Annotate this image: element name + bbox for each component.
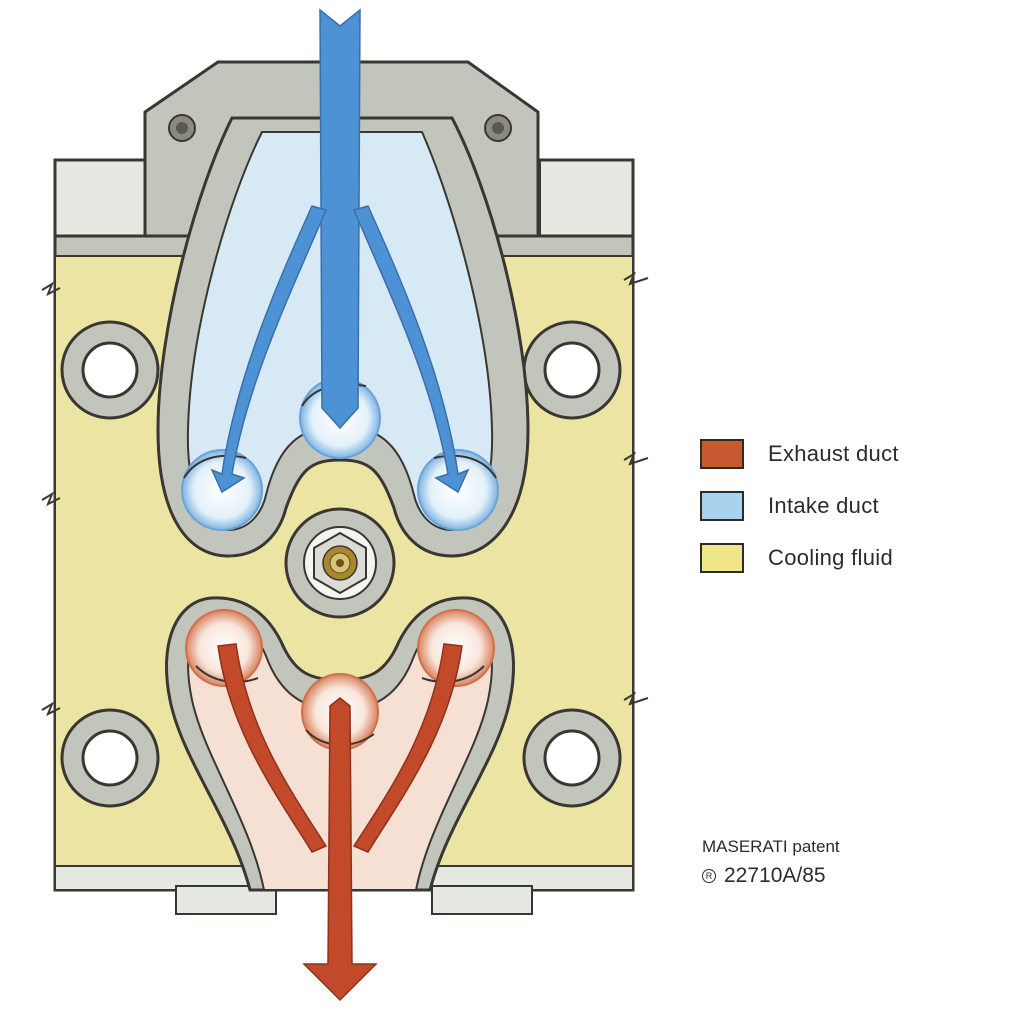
stud-hole-icon bbox=[522, 708, 622, 808]
exhaust-flow-arrows bbox=[217, 643, 463, 1002]
intake-flow-arrows bbox=[210, 8, 470, 494]
exhaust-arrow-right bbox=[352, 643, 463, 853]
stud-hole-icon bbox=[60, 320, 160, 420]
legend-item-intake: Intake duct bbox=[700, 480, 1000, 532]
patent-title: MASERATI patent bbox=[702, 837, 840, 856]
break-marks bbox=[41, 271, 649, 717]
stud-hole-icon bbox=[60, 708, 160, 808]
stud-hole-icon bbox=[522, 320, 622, 420]
patent-number: 22710A/85 bbox=[724, 864, 826, 887]
legend-item-exhaust: Exhaust duct bbox=[700, 428, 1000, 480]
legend: Exhaust duct Intake duct Cooling fluid bbox=[700, 428, 1000, 584]
cooling-swatch bbox=[700, 543, 744, 573]
legend-item-cooling: Cooling fluid bbox=[700, 532, 1000, 584]
intake-swatch bbox=[700, 491, 744, 521]
patent-notice: MASERATI patent R 22710A/85 bbox=[702, 836, 840, 890]
intake-arrow-main bbox=[319, 8, 361, 430]
exhaust-swatch bbox=[700, 439, 744, 469]
legend-label: Intake duct bbox=[768, 493, 879, 518]
legend-label: Cooling fluid bbox=[768, 545, 893, 570]
bolt-hole-icon bbox=[484, 114, 512, 142]
patent-number-row: R 22710A/85 bbox=[702, 862, 840, 890]
intake-arrow-left bbox=[210, 205, 328, 494]
intake-arrow-right bbox=[352, 205, 470, 494]
legend-label: Exhaust duct bbox=[768, 441, 899, 466]
spark-plug-icon bbox=[284, 507, 396, 619]
exhaust-arrow-main bbox=[302, 697, 378, 1002]
exhaust-arrow-left bbox=[217, 643, 328, 853]
registered-mark-icon: R bbox=[702, 869, 716, 883]
bolt-hole-icon bbox=[168, 114, 196, 142]
